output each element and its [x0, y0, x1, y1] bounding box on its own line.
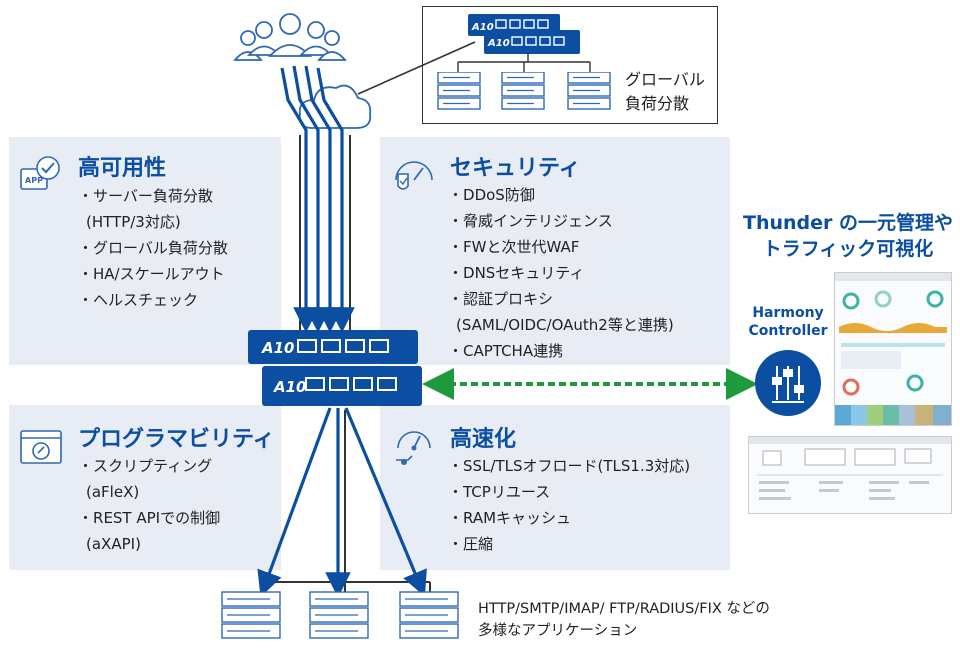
list-security: DDoS防御脅威インテリジェンスFWと次世代WAFDNSセキュリティ認証プロキシ… — [448, 182, 674, 364]
cloud-icon — [298, 84, 372, 129]
list-item: DDoS防御 — [448, 182, 674, 208]
glb-label-line2: 負荷分散 — [625, 94, 690, 113]
list-item: 圧縮 — [448, 531, 690, 557]
list-item: aFleX — [78, 479, 220, 505]
title-programmability: プログラマビリティ — [78, 427, 275, 452]
harmony-controller-label: Harmony Controller — [744, 304, 832, 340]
a10-device-2: A10 — [262, 366, 422, 406]
applications-line1: HTTP/SMTP/IMAP/ FTP/RADIUS/FIX などの — [478, 601, 770, 617]
harmony-line1: Harmony — [752, 305, 824, 321]
core-links — [299, 135, 351, 595]
dashboard-screenshot-2 — [748, 436, 952, 514]
client-traffic-arrows — [280, 65, 355, 333]
glb-tree-links — [457, 54, 591, 72]
applications-label: HTTP/SMTP/IMAP/ FTP/RADIUS/FIX などの 多様なアプ… — [478, 598, 770, 642]
server-icon — [399, 591, 459, 639]
app-check-icon: APP — [20, 156, 60, 190]
svg-text:APP: APP — [25, 176, 43, 185]
thunder-title-line2: トラフィック可視化 — [762, 238, 934, 260]
list-item: ヘルスチェック — [78, 287, 228, 313]
list-item: TCPリユース — [448, 479, 690, 505]
list-item: グローバル負荷分散 — [78, 235, 228, 261]
list-speed: SSL/TLSオフロード(TLS1.3対応)TCPリユースRAMキャッシュ圧縮 — [448, 453, 690, 557]
glb-brand-1: A10 — [471, 22, 494, 33]
sliders-icon — [755, 350, 821, 416]
list-item: aXAPI — [78, 531, 220, 557]
list-item: HA/スケールアウト — [78, 261, 228, 287]
list-item: DNSセキュリティ — [448, 260, 674, 286]
title-security: セキュリティ — [450, 156, 581, 181]
title-speed: 高速化 — [450, 427, 517, 452]
list-item: スクリプティング — [78, 453, 220, 479]
shield-gauge-icon — [395, 161, 433, 190]
device-brand-1: A10 — [261, 339, 294, 357]
glb-brand-2: A10 — [487, 38, 510, 49]
a10-device-1: A10 — [248, 330, 418, 364]
cloud-glb-link — [357, 41, 476, 95]
list-item: 脅威インテリジェンス — [448, 208, 674, 234]
dashboard-screenshot-1 — [834, 272, 952, 426]
device-brand-2: A10 — [273, 378, 306, 396]
list-item: REST APIでの制御 — [78, 505, 220, 531]
list-item: サーバー負荷分散 — [78, 183, 228, 209]
glb-servers — [437, 72, 611, 110]
list-item: HTTP/3対応 — [78, 209, 228, 235]
thunder-title: Thunder の一元管理や トラフィック可視化 — [742, 210, 954, 262]
glb-label: グローバル 負荷分散 — [625, 68, 705, 116]
server-icon — [437, 72, 481, 110]
code-gear-icon — [20, 430, 62, 464]
users-icon — [233, 13, 347, 61]
server-icon — [221, 591, 281, 639]
list-programmability: スクリプティングaFleXREST APIでの制御aXAPI — [78, 453, 220, 557]
server-traffic-arrows — [257, 407, 427, 598]
applications-line2: 多様なアプリケーション — [478, 623, 638, 639]
server-icon — [501, 72, 545, 110]
thunder-title-line1: Thunder の一元管理や — [742, 212, 953, 234]
glb-device-2: A10 — [484, 30, 580, 54]
list-high-availability: サーバー負荷分散HTTP/3対応グローバル負荷分散HA/スケールアウトヘルスチェ… — [78, 183, 228, 313]
server-icon — [309, 591, 369, 639]
harmony-line2: Controller — [748, 323, 828, 339]
server-icon — [567, 72, 611, 110]
list-item: CAPTCHA連携 — [448, 338, 674, 364]
list-item: 認証プロキシ — [448, 286, 674, 312]
list-item: SSL/TLSオフロード(TLS1.3対応) — [448, 453, 690, 479]
speed-hand-icon — [396, 431, 431, 465]
list-item: FWと次世代WAF — [448, 234, 674, 260]
list-item: SAML/OIDC/OAuth2等と連携 — [448, 312, 674, 338]
server-racks — [221, 591, 459, 639]
list-item: RAMキャッシュ — [448, 505, 690, 531]
title-high-availability: 高可用性 — [78, 156, 167, 181]
glb-label-line1: グローバル — [625, 70, 705, 89]
